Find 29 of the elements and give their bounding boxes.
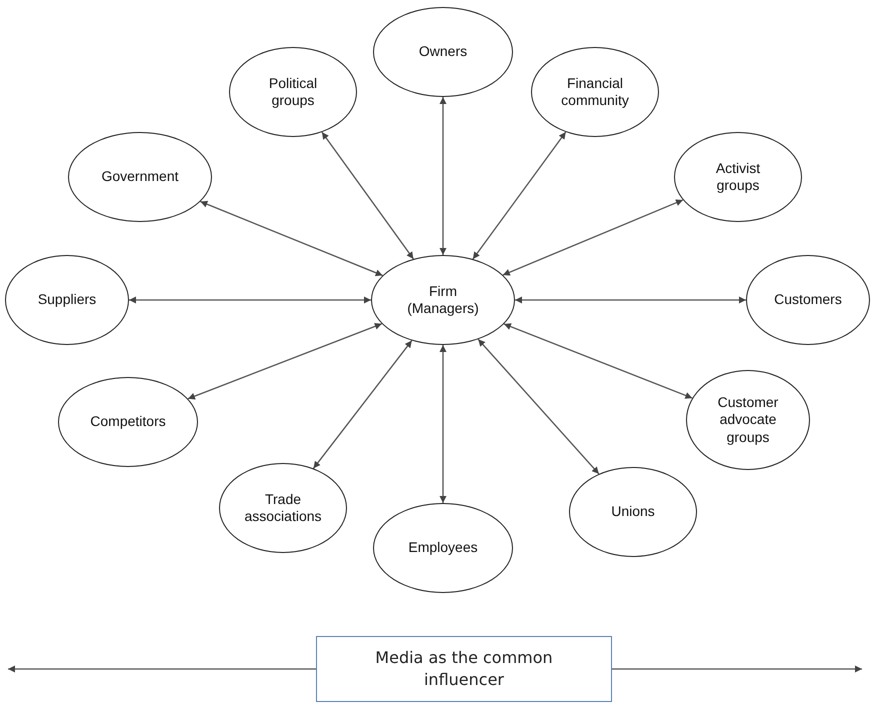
arrow	[612, 666, 862, 672]
double-arrow	[321, 132, 414, 260]
node-label: Customers	[774, 291, 842, 309]
double-arrow	[312, 340, 412, 469]
node-label: Trade associations	[243, 490, 323, 526]
node-label: Owners	[418, 43, 468, 61]
node-label: Employees	[408, 539, 478, 557]
node-label: Media as the common influencer	[374, 646, 554, 691]
double-arrow	[515, 296, 746, 304]
double-arrow	[200, 200, 383, 276]
node-label: Financial community	[560, 74, 630, 110]
double-arrow	[478, 338, 600, 474]
node-label: Government	[101, 168, 179, 186]
node-label: Political groups	[268, 74, 318, 110]
double-arrow	[472, 132, 566, 260]
node-label: Suppliers	[38, 291, 96, 309]
double-arrow	[129, 296, 371, 304]
double-arrow	[188, 322, 382, 400]
double-arrow	[440, 345, 446, 503]
node-label: Competitors	[90, 413, 166, 431]
node-label: Firm (Managers)	[406, 282, 480, 318]
node-label: Unions	[611, 503, 655, 521]
text-box	[316, 636, 612, 702]
double-arrow	[504, 323, 693, 399]
double-arrow	[502, 199, 684, 276]
node-label: Activist groups	[714, 160, 762, 194]
double-arrow	[440, 97, 446, 255]
arrow	[8, 666, 316, 672]
node-label: Customer advocate groups	[716, 394, 780, 446]
